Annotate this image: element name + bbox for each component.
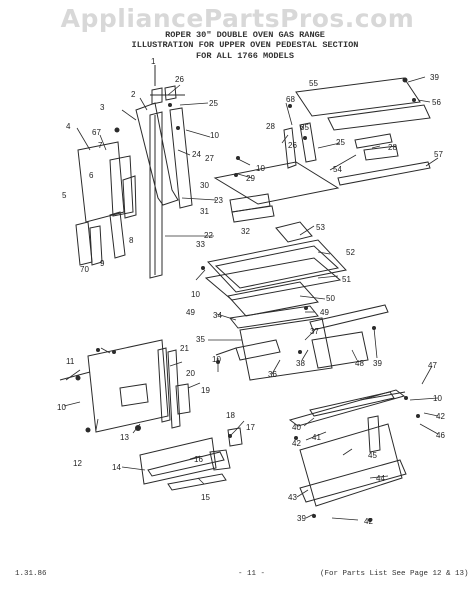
callout-22: 22 xyxy=(204,231,213,240)
callout-1: 1 xyxy=(151,57,156,66)
callout-11: 11 xyxy=(66,357,75,366)
callout-25-b: 25 xyxy=(336,138,345,147)
callout-49-b: 49 xyxy=(186,308,195,317)
callout-54: 54 xyxy=(333,165,342,174)
callout-42-b: 42 xyxy=(436,412,445,421)
callout-36: 36 xyxy=(268,370,277,379)
callout-49: 49 xyxy=(320,308,329,317)
callout-50: 50 xyxy=(326,294,335,303)
callout-29: 29 xyxy=(246,174,255,183)
callout-55: 55 xyxy=(309,79,318,88)
callout-57: 57 xyxy=(434,150,443,159)
callout-10-b: 10 xyxy=(256,164,265,173)
callout-10-e: 10 xyxy=(433,394,442,403)
callout-38: 38 xyxy=(296,359,305,368)
callout-31: 31 xyxy=(200,207,209,216)
callout-15: 15 xyxy=(201,493,210,502)
callout-39-c: 39 xyxy=(297,514,306,523)
callout-52: 52 xyxy=(346,248,355,257)
side-post-assembly xyxy=(75,65,193,279)
callout-30: 30 xyxy=(200,181,209,190)
callout-42: 42 xyxy=(292,439,301,448)
callout-9: 9 xyxy=(100,259,105,268)
callout-39-b: 39 xyxy=(373,359,382,368)
callout-28-b: 28 xyxy=(388,143,397,152)
callout-37: 37 xyxy=(310,327,319,336)
callout-2: 2 xyxy=(131,90,136,99)
callout-10-c: 10 xyxy=(210,131,219,140)
callout-44: 44 xyxy=(376,474,385,483)
callout-35: 35 xyxy=(196,335,205,344)
callout-45: 45 xyxy=(368,451,377,460)
callout-24: 24 xyxy=(192,150,201,159)
top-panel-assembly xyxy=(213,77,431,223)
callout-18: 18 xyxy=(226,411,235,420)
callout-20: 20 xyxy=(186,369,195,378)
callout-25: 25 xyxy=(209,99,218,108)
callout-16: 16 xyxy=(194,455,203,464)
callout-43: 43 xyxy=(288,493,297,502)
watermark: AppliancePartsPros.com xyxy=(60,4,415,33)
callout-68: 68 xyxy=(286,95,295,104)
callout-5: 5 xyxy=(62,191,67,200)
callout-42-c: 42 xyxy=(364,517,373,526)
callout-47: 47 xyxy=(428,361,437,370)
callout-26: 26 xyxy=(175,75,184,84)
callout-67: 67 xyxy=(92,128,101,137)
callout-41: 41 xyxy=(312,433,321,442)
oven-floor-plates xyxy=(204,221,389,381)
diagram-title-line1: ROPER 30" DOUBLE OVEN GAS RANGE xyxy=(165,30,325,40)
callout-12: 12 xyxy=(73,459,82,468)
diagram-title-line2: ILLUSTRATION FOR UPPER OVEN PEDESTAL SEC… xyxy=(131,40,359,50)
callout-6: 6 xyxy=(89,171,94,180)
callout-17: 17 xyxy=(246,423,255,432)
callout-4: 4 xyxy=(66,122,71,131)
callout-51: 51 xyxy=(342,275,351,284)
lower-left-assembly xyxy=(59,339,243,491)
callout-19: 19 xyxy=(201,386,210,395)
callout-23: 23 xyxy=(214,196,223,205)
diagram-title-line3: FOR ALL 1766 MODELS xyxy=(196,51,294,61)
callout-34: 34 xyxy=(213,311,222,320)
callout-8: 8 xyxy=(129,236,134,245)
footer-page: - 11 - xyxy=(238,570,266,578)
callout-56: 56 xyxy=(432,98,441,107)
callout-labels: 1 2 3 4 5 6 7 8 9 10 11 12 13 14 15 16 1… xyxy=(57,57,445,526)
callout-53: 53 xyxy=(316,223,325,232)
footer-note: (For Parts List See Page 12 & 13) xyxy=(320,570,469,578)
callout-3: 3 xyxy=(100,103,105,112)
callout-21: 21 xyxy=(180,344,189,353)
callout-39: 39 xyxy=(430,73,439,82)
callout-40: 40 xyxy=(292,423,301,432)
callout-33: 33 xyxy=(196,240,205,249)
callout-65: 65 xyxy=(300,123,309,132)
callout-10-d: 10 xyxy=(212,355,221,364)
footer-code: 1.31.86 xyxy=(15,570,47,578)
callout-70: 70 xyxy=(80,265,89,274)
lower-right-assembly xyxy=(288,389,407,507)
callout-48: 48 xyxy=(355,359,364,368)
callout-26-b: 26 xyxy=(288,141,297,150)
callout-14: 14 xyxy=(112,463,121,472)
callout-10-f: 10 xyxy=(57,403,66,412)
callout-32: 32 xyxy=(241,227,250,236)
callout-13: 13 xyxy=(120,433,129,442)
callout-28: 28 xyxy=(266,122,275,131)
callout-46: 46 xyxy=(436,431,445,440)
callout-10: 10 xyxy=(191,290,200,299)
screw-markers xyxy=(75,77,420,522)
callout-7: 7 xyxy=(98,141,103,150)
callout-27: 27 xyxy=(205,154,214,163)
